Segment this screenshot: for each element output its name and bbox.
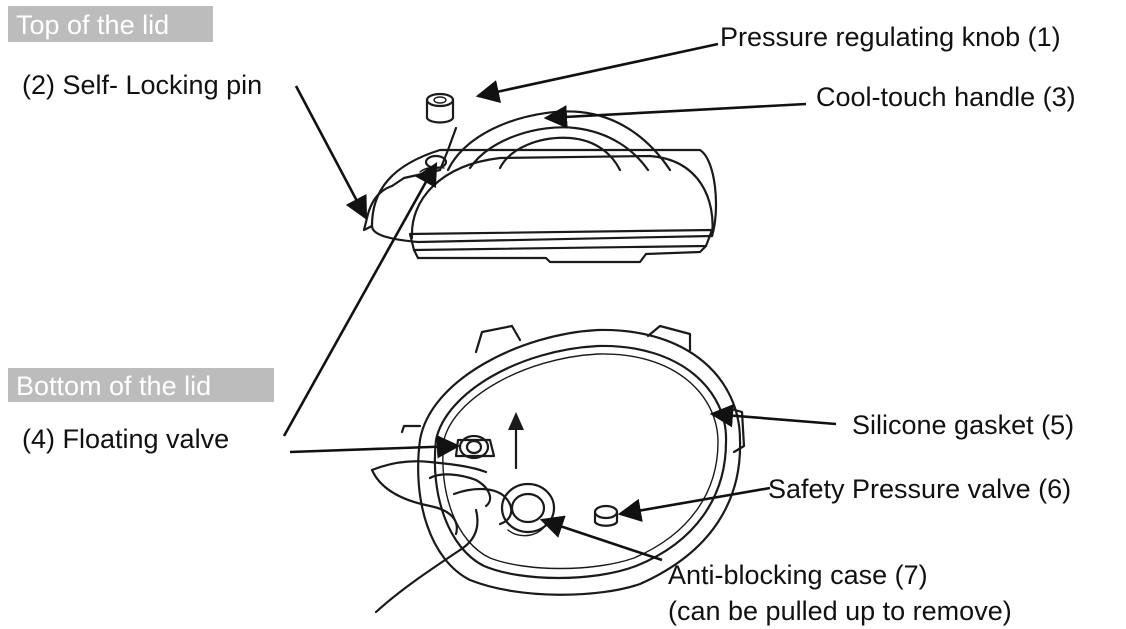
- leader-handle: [543, 102, 807, 129]
- label-locking-pin: (2) Self- Locking pin: [22, 70, 262, 100]
- leader-lines: [282, 42, 837, 562]
- label-safety-valve: Safety Pressure valve (6): [768, 474, 1071, 504]
- leader-floating-valve-bottom: [289, 435, 461, 459]
- callout-labels: Pressure regulating knob (1) (2) Self- L…: [22, 22, 1076, 626]
- label-floating-valve: (4) Floating valve: [22, 424, 229, 454]
- lid-bottom-illustration: [370, 324, 746, 614]
- label-anti-blocking: Anti-blocking case (7): [668, 560, 928, 590]
- bottom-section-title: Bottom of the lid: [16, 371, 211, 401]
- top-section-title: Top of the lid: [16, 10, 169, 40]
- leader-safety-valve: [617, 486, 771, 522]
- label-pressure-knob: Pressure regulating knob (1): [720, 22, 1061, 52]
- leader-locking-pin: [294, 85, 368, 221]
- top-section-header: Top of the lid: [8, 6, 213, 42]
- label-gasket: Silicone gasket (5): [852, 410, 1074, 440]
- label-handle: Cool-touch handle (3): [816, 82, 1076, 112]
- leader-pressure-knob: [475, 42, 719, 103]
- bottom-section-header: Bottom of the lid: [8, 368, 274, 402]
- leader-gasket: [709, 404, 837, 428]
- label-anti-blocking-note: (can be pulled up to remove): [668, 596, 1012, 626]
- leader-anti-blocking: [539, 515, 663, 562]
- lid-top-illustration: [362, 92, 718, 264]
- leader-floating-valve-top: [282, 161, 438, 437]
